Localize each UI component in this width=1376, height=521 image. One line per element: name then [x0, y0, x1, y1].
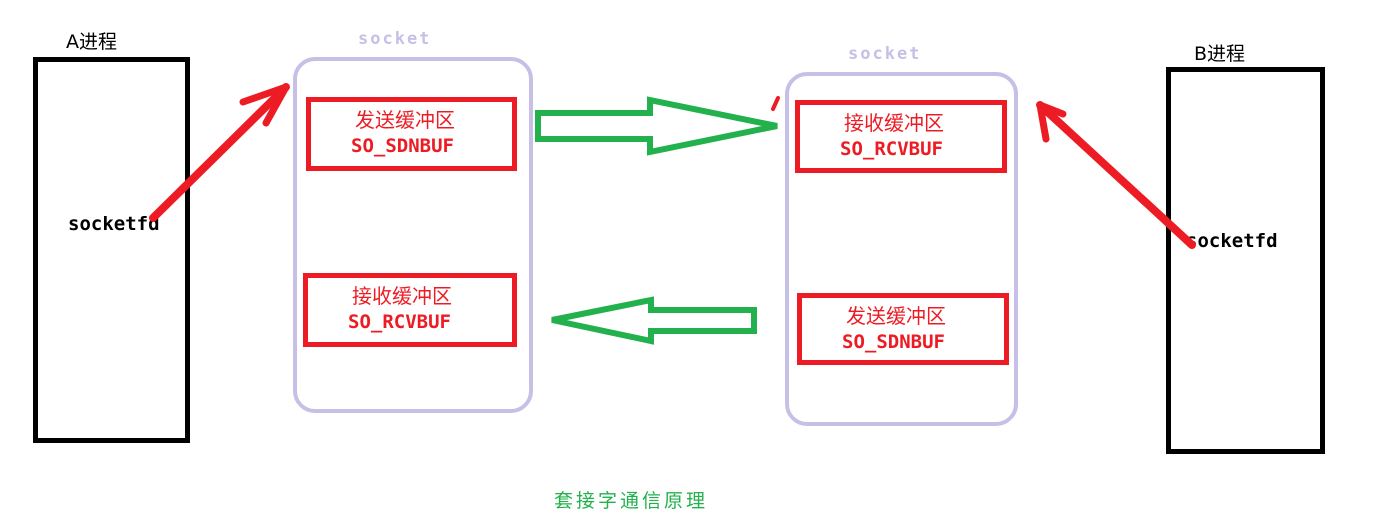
socket-left-title: socket — [358, 29, 432, 49]
socket-left-recv-buffer-box: 接收缓冲区 SO_RCVBUF — [303, 273, 517, 347]
socket-right-title: socket — [848, 44, 922, 64]
recv-buffer-option: SO_RCVBUF — [840, 138, 943, 160]
socket-left-send-buffer-box: 发送缓冲区 SO_SDNBUF — [306, 97, 517, 171]
recv-buffer-name: 接收缓冲区 — [352, 284, 452, 308]
send-buffer-name: 发送缓冲区 — [846, 304, 946, 328]
green-send-flow-arrow-icon — [535, 96, 778, 156]
process-b-box — [1166, 67, 1325, 454]
diagram-title: 套接字通信原理 — [554, 490, 709, 512]
socket-right-recv-buffer-box: 接收缓冲区 SO_RCVBUF — [795, 100, 1007, 173]
process-a-box — [33, 57, 190, 443]
process-b-title: B进程 — [1194, 43, 1246, 65]
recv-buffer-option: SO_RCVBUF — [348, 311, 451, 333]
green-recv-flow-arrow-icon — [551, 296, 757, 345]
process-a-socketfd-label: socketfd — [68, 213, 160, 235]
send-buffer-option: SO_SDNBUF — [842, 331, 945, 353]
socket-right-send-buffer-box: 发送缓冲区 SO_SDNBUF — [797, 293, 1009, 365]
send-buffer-option: SO_SDNBUF — [351, 135, 454, 157]
send-buffer-name: 发送缓冲区 — [355, 108, 455, 132]
recv-buffer-name: 接收缓冲区 — [844, 111, 944, 135]
red-tick-mark-icon — [771, 96, 780, 111]
process-a-title: A进程 — [66, 31, 117, 53]
process-b-socketfd-label: socketfd — [1186, 230, 1278, 252]
